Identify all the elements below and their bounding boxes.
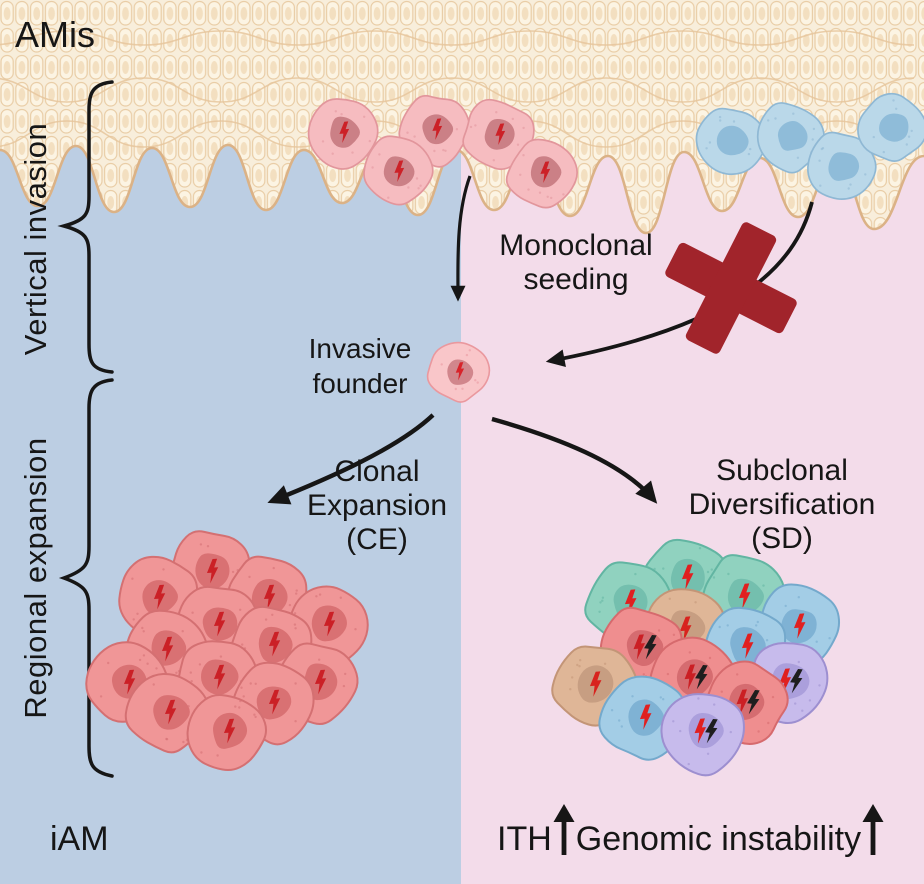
invasive-founder-cell (426, 341, 491, 403)
mutation-bolt-icon (738, 583, 751, 609)
mutation-bolt-icon (633, 634, 646, 660)
ith-text: ITH (497, 820, 552, 859)
monoclonal-seeding-label: Monoclonal seeding (499, 229, 652, 297)
mutation-bolt-icon (394, 160, 405, 182)
blue-dysplastic-cell-in-epithelium (806, 131, 877, 200)
mutation-bolt-icon (323, 611, 336, 637)
sd-line1: Subclonal (716, 454, 848, 488)
mutation-bolt-icon (314, 669, 327, 695)
vertical-invasion-brace (57, 80, 114, 374)
amis-label: AMis (15, 14, 95, 55)
mutation-bolt-icon (679, 616, 692, 642)
ce-line3: (CE) (346, 522, 408, 556)
mutation-bolt-icon (705, 718, 718, 744)
clonal-expansion-cell (186, 693, 268, 771)
mutation-bolt-icon (684, 664, 697, 690)
mutation-bolt-icon (268, 631, 281, 657)
mutation-bolt-icon (694, 718, 707, 744)
mutation-bolt-icon (741, 633, 754, 659)
mutation-bolt-icon (540, 161, 551, 183)
mutation-bolt-icon (223, 718, 236, 744)
mutation-bolt-icon (495, 123, 506, 145)
monoclonal-seeding-arrow (450, 175, 472, 302)
mutation-bolt-icon (164, 699, 177, 725)
mutation-bolt-icon (695, 664, 708, 690)
blocked-cross-icon (665, 222, 797, 354)
cell-layer (85, 92, 924, 777)
ith-genomic-instability-label: ITH Genomic instability (497, 804, 885, 858)
monoclonal-line2: seeding (523, 263, 629, 296)
subclonal-diversification-arrow (491, 416, 658, 504)
mutation-bolt-icon (153, 584, 166, 610)
mutation-bolt-icon (589, 671, 602, 697)
mutation-bolt-icon (123, 669, 136, 695)
mutation-bolt-icon (213, 611, 226, 637)
mutation-bolt-icon (644, 634, 657, 660)
ce-line2: Expansion (306, 489, 448, 523)
mutation-bolt-icon (681, 564, 694, 590)
up-arrow-icon (862, 804, 884, 855)
mutation-bolt-icon (793, 613, 806, 639)
blue-dysplastic-cell-in-epithelium (857, 92, 924, 163)
pink-tumor-cell-in-epithelium (363, 135, 434, 206)
genomic-instability-text: Genomic instability (575, 820, 862, 859)
mutation-bolt-icon (779, 668, 792, 694)
mutation-bolt-icon (213, 664, 226, 690)
vertical-invasion-label: Vertical invasion (18, 122, 53, 356)
mutation-bolt-icon (432, 118, 443, 140)
mutation-bolt-icon (747, 689, 760, 715)
pink-tumor-cell-in-epithelium (307, 98, 379, 170)
sd-line3: (SD) (751, 521, 813, 555)
sd-line2: Diversification (688, 488, 876, 522)
mutation-bolt-icon (455, 362, 465, 381)
blue-dysplastic-cell-in-epithelium (756, 102, 825, 174)
mutation-bolt-icon (206, 558, 219, 584)
mutation-bolt-icon (736, 689, 749, 715)
mutation-bolt-icon (161, 636, 174, 662)
founder-line1: Invasive (308, 333, 412, 364)
mutation-bolt-icon (268, 689, 281, 715)
pink-tumor-cell-in-epithelium (462, 98, 535, 171)
mutation-bolt-icon (790, 668, 803, 694)
blue-dysplastic-cell-in-epithelium (695, 107, 767, 176)
invasive-founder-label: Invasive founder (309, 331, 412, 401)
subclonal-diversification-label: Subclonal Diversification (SD) (689, 454, 876, 556)
pink-tumor-cell-in-epithelium (505, 138, 578, 209)
clonal-expansion-arrow (267, 413, 435, 505)
up-arrow-icon (553, 804, 575, 855)
monoclonal-line1: Monoclonal (499, 229, 653, 263)
iam-label: iAM (50, 820, 109, 858)
mutation-bolt-icon (624, 589, 637, 615)
mutation-bolt-icon (263, 584, 276, 610)
regional-expansion-label: Regional expansion (18, 437, 53, 719)
subclone-cell-purple (660, 693, 745, 777)
regional-expansion-brace (58, 378, 114, 778)
ce-line1: Clonal (334, 455, 420, 489)
mutation-bolt-icon (339, 121, 350, 143)
founder-line2: founder (312, 368, 408, 399)
mutation-bolt-icon (639, 704, 652, 730)
clonal-expansion-label: Clonal Expansion (CE) (307, 455, 447, 557)
